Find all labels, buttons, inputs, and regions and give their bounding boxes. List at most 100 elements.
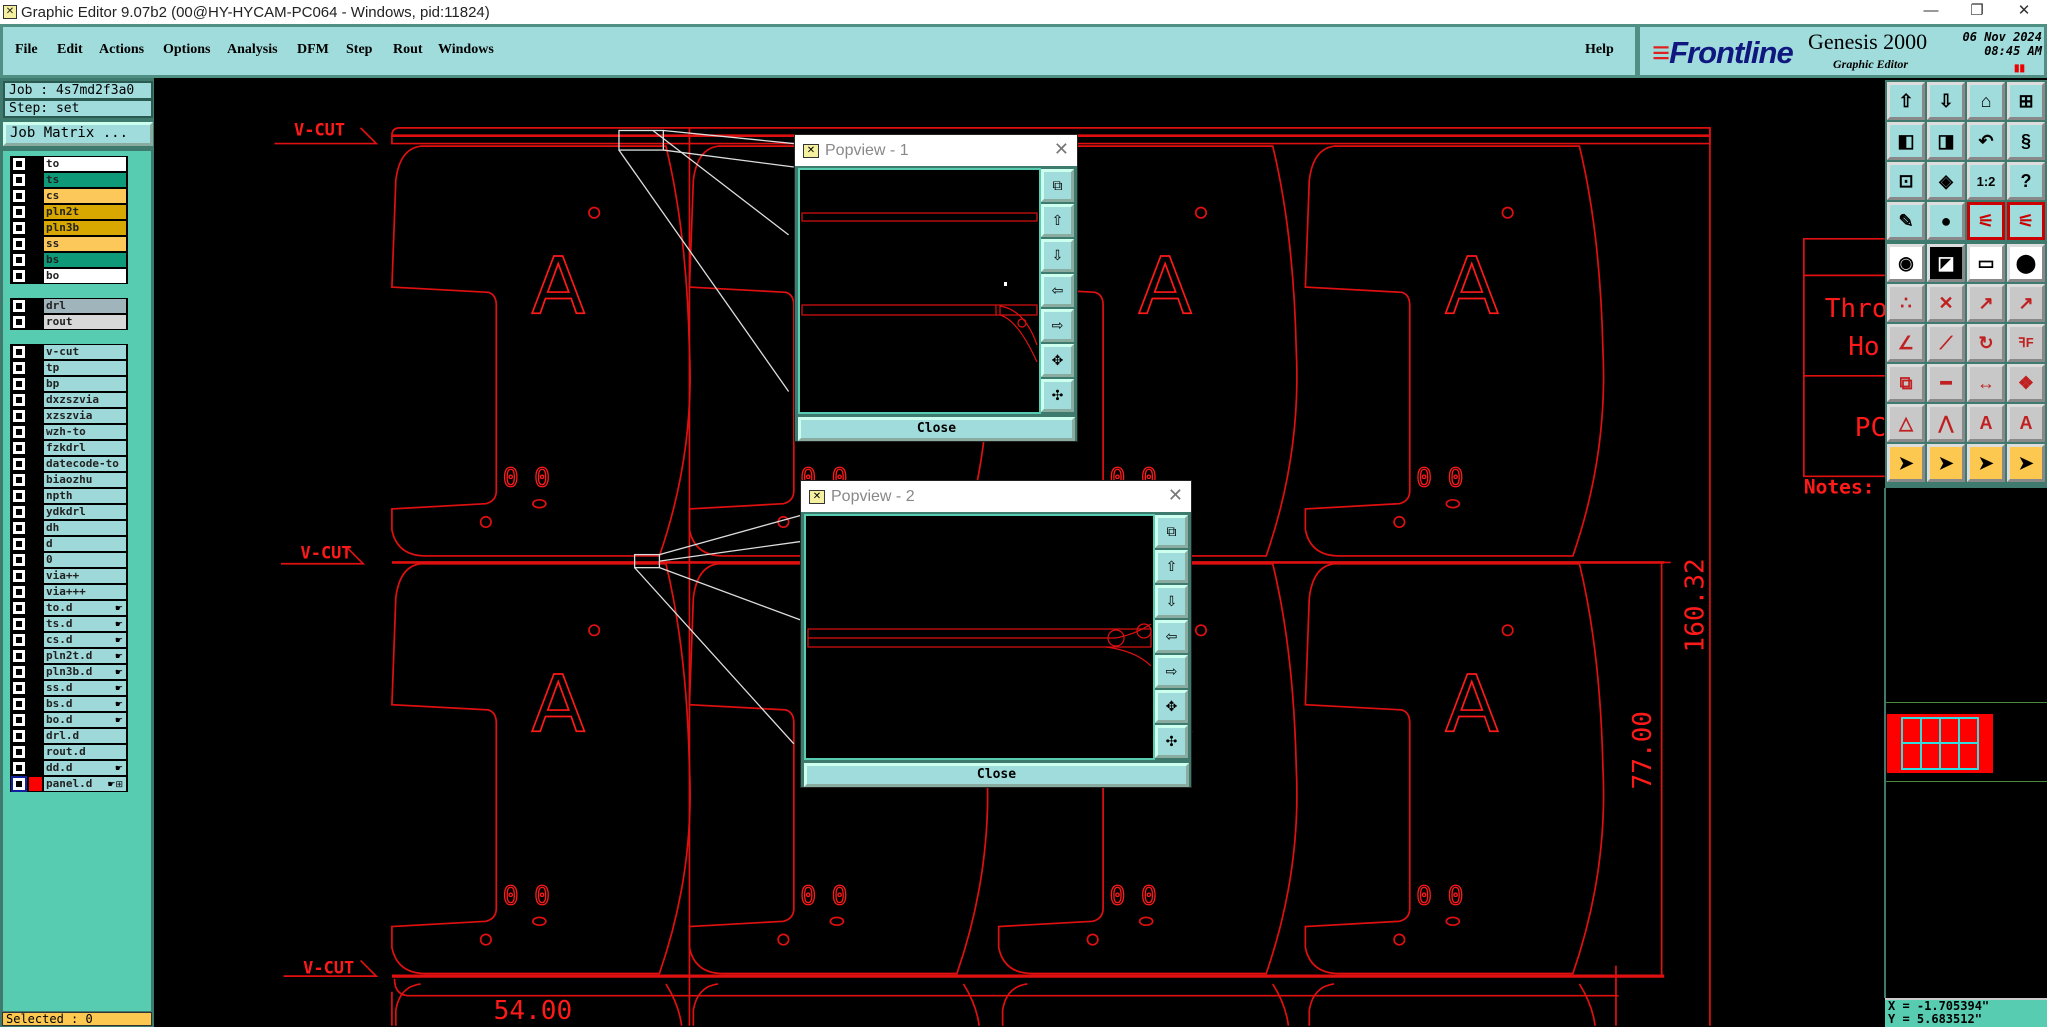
open-button[interactable]: ⇧ (1887, 82, 1925, 120)
layer-row-pln3b[interactable]: pln3b (10, 220, 128, 236)
layer-affected-checkbox[interactable] (13, 490, 25, 502)
move-button[interactable]: ↗ (1967, 284, 2005, 322)
zoom-in-button[interactable]: ◈ (1927, 162, 1965, 200)
angle-button[interactable]: ∠ (1887, 324, 1925, 362)
layer-row-to.d[interactable]: to.d☛ (10, 600, 128, 616)
layer-display-color[interactable] (29, 777, 42, 791)
popview-close-button[interactable]: Close (804, 763, 1189, 787)
layer-name[interactable]: datecode-to (44, 457, 126, 471)
pan-right-button[interactable]: ⇨ (1155, 655, 1188, 688)
layer-name[interactable]: ydkdrl (44, 505, 126, 519)
layer-affected-checkbox[interactable] (13, 238, 25, 250)
layer-row-cs[interactable]: cs (10, 188, 128, 204)
layer-affected-checkbox[interactable] (13, 634, 25, 646)
layer-affected-checkbox[interactable] (13, 190, 25, 202)
pan-right-button[interactable]: ⇨ (1041, 309, 1074, 342)
arc-button[interactable]: △ (1887, 404, 1925, 442)
layer-row-bp[interactable]: bp (10, 376, 128, 392)
layer-affected-checkbox[interactable] (13, 762, 25, 774)
menu-dfm[interactable]: DFM (297, 42, 329, 57)
mirror-button[interactable]: ꟻF (2007, 324, 2045, 362)
pause-icon[interactable]: ▮▮ (2014, 63, 2026, 74)
layer-row-drl[interactable]: drl (10, 298, 128, 314)
popview-viewport[interactable] (798, 168, 1041, 414)
select-box-button[interactable]: ➤ (1927, 444, 1965, 482)
close-window-button[interactable]: ✕ (2017, 2, 2031, 19)
layer-name[interactable]: npth (44, 489, 126, 503)
layer-affected-checkbox[interactable] (13, 666, 25, 678)
layer-affected-checkbox[interactable] (13, 602, 25, 614)
layer-affected-checkbox[interactable] (13, 378, 25, 390)
layer-name[interactable]: fzkdrl (44, 441, 126, 455)
pan-down-button[interactable]: ⇩ (1155, 585, 1188, 618)
layer-affected-checkbox[interactable] (13, 394, 25, 406)
layer-name[interactable]: wzh-to (44, 425, 126, 439)
save-button[interactable]: ⇩ (1927, 82, 1965, 120)
zoom-in-button[interactable]: ✥ (1041, 344, 1074, 377)
zoom-out-button[interactable]: ✣ (1155, 725, 1188, 758)
layer-name[interactable]: to (44, 157, 126, 171)
layer-row-pln2t.d[interactable]: pln2t.d☛ (10, 648, 128, 664)
tools-button[interactable]: ✎ (1887, 202, 1925, 240)
layer-row-ss.d[interactable]: ss.d☛ (10, 680, 128, 696)
layer-row-ts.d[interactable]: ts.d☛ (10, 616, 128, 632)
pan-left-button[interactable]: ⇦ (1155, 620, 1188, 653)
layer-affected-checkbox[interactable] (13, 300, 25, 312)
layer-row-cs.d[interactable]: cs.d☛ (10, 632, 128, 648)
overview-map[interactable] (1886, 702, 2047, 782)
layer-affected-checkbox[interactable] (13, 538, 25, 550)
popview-title-bar[interactable]: ✕Popview - 2 (801, 481, 1191, 512)
layer-name[interactable]: pln3b (44, 221, 126, 235)
popview-close-button[interactable]: Close (798, 417, 1075, 441)
layer-row-via+++[interactable]: via+++ (10, 584, 128, 600)
layer-name[interactable]: ss (44, 237, 126, 251)
layer-affected-checkbox[interactable] (13, 426, 25, 438)
restore-button[interactable]: ❐ (1970, 2, 1984, 19)
select-button[interactable]: ➤ (1887, 444, 1925, 482)
rotate-button[interactable]: ↻ (1967, 324, 2005, 362)
popview-close-icon[interactable]: ✕ (1167, 485, 1183, 505)
zoom-home-button[interactable]: ⧉ (1041, 169, 1074, 202)
layer-name[interactable]: drl (44, 299, 126, 313)
layer-row-datecode-to[interactable]: datecode-to (10, 456, 128, 472)
layer-name[interactable]: rout.d (44, 745, 126, 759)
layer-name[interactable]: to.d (44, 601, 126, 615)
layer-row-to[interactable]: to (10, 156, 128, 172)
snake-button[interactable]: § (2007, 122, 2045, 160)
layer-affected-checkbox[interactable] (13, 554, 25, 566)
layer-name[interactable]: pln2t.d (44, 649, 126, 663)
layer-row-rout[interactable]: rout (10, 314, 128, 330)
delete-button[interactable]: ✕ (1927, 284, 1965, 322)
menu-file[interactable]: File (15, 42, 38, 57)
layer-name[interactable]: via+++ (44, 585, 126, 599)
layer-affected-checkbox[interactable] (13, 316, 25, 328)
layer-row-rout.d[interactable]: rout.d (10, 744, 128, 760)
menu-options[interactable]: Options (163, 42, 211, 57)
layer-affected-checkbox[interactable] (13, 730, 25, 742)
layer-name[interactable]: cs (44, 189, 126, 203)
menu-edit[interactable]: Edit (57, 42, 83, 57)
copy-button[interactable]: ↗ (2007, 284, 2045, 322)
layer-affected-checkbox[interactable] (13, 746, 25, 758)
layer-name[interactable]: dxzszvia (44, 393, 126, 407)
layer-name[interactable]: dd.d (44, 761, 126, 775)
select-net-button[interactable]: ➤ (2007, 444, 2045, 482)
layer-name[interactable]: via++ (44, 569, 126, 583)
layer-name[interactable]: bp (44, 377, 126, 391)
layer-affected-checkbox[interactable] (13, 270, 25, 282)
layer-name[interactable]: ts (44, 173, 126, 187)
layer-name[interactable]: ss.d (44, 681, 126, 695)
layer-name[interactable]: bo (44, 269, 126, 283)
layer-affected-checkbox[interactable] (13, 346, 25, 358)
layer-affected-checkbox[interactable] (13, 618, 25, 630)
layer-name[interactable]: bs (44, 253, 126, 267)
pan-down-button[interactable]: ⇩ (1041, 239, 1074, 272)
layer-affected-checkbox[interactable] (13, 442, 25, 454)
layer-row-npth[interactable]: npth (10, 488, 128, 504)
layer-affected-checkbox[interactable] (13, 506, 25, 518)
layer-row-wzh-to[interactable]: wzh-to (10, 424, 128, 440)
layer-row-drl.d[interactable]: drl.d (10, 728, 128, 744)
measure-button[interactable]: ↔ (1967, 364, 2005, 402)
minimize-button[interactable]: — (1923, 2, 1939, 19)
layer-affected-checkbox[interactable] (13, 410, 25, 422)
